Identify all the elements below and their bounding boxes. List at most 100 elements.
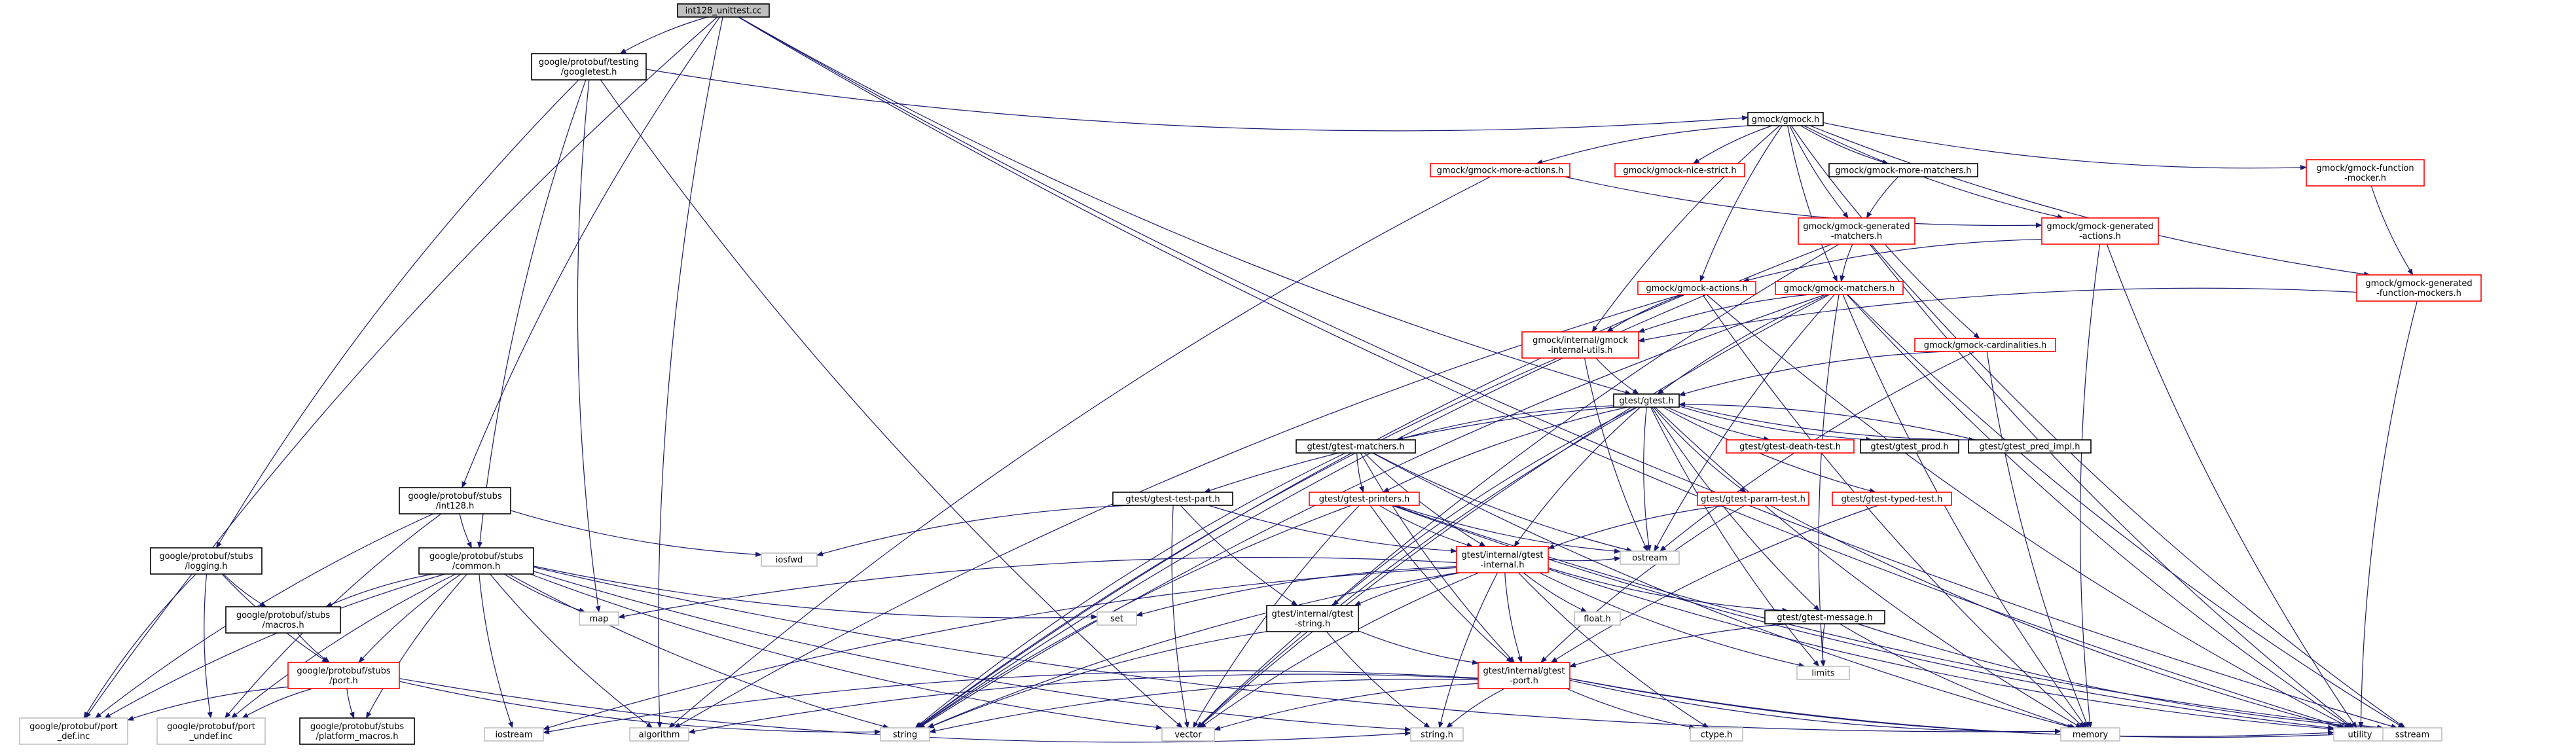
edge-printers-to-gtest_port: [1370, 505, 1513, 663]
node-label: -internal.h: [1481, 560, 1525, 570]
node-common[interactable]: google/protobuf/stubs/common.h: [418, 547, 534, 575]
edge-gen_fn_mockers-to-internal_utils: [1638, 287, 2357, 343]
node-gtest-string[interactable]: gtest/internal/gtest-string.h: [1266, 605, 1359, 632]
edge-gtest_port-to-memory: [1569, 679, 2061, 734]
node-map[interactable]: map: [579, 611, 619, 626]
node-label: -actions.h: [2079, 232, 2121, 242]
edge-gtest_string-to-string_h: [1326, 631, 1431, 729]
node-death-test[interactable]: gtest/gtest-death-test.h: [1726, 439, 1855, 454]
edge-gtest-to-limits: [1650, 406, 1820, 667]
node-googletest[interactable]: google/protobuf/testing/googletest.h: [531, 53, 647, 81]
node-gtest-port[interactable]: gtest/internal/gtest-port.h: [1478, 662, 1570, 689]
node-memory[interactable]: memory: [2060, 727, 2120, 742]
edge-gtest-to-gtest_internal: [1514, 406, 1641, 547]
node-label: sstream: [2395, 730, 2429, 740]
node-limits[interactable]: limits: [1796, 666, 1850, 680]
edge-gtest_internal-to-utility: [1548, 568, 2334, 732]
node-label: google/protobuf/testing: [539, 58, 639, 67]
node-internal-utils[interactable]: gmock/internal/gmock-internal-utils.h: [1521, 331, 1639, 359]
node-utility[interactable]: utility: [2333, 727, 2387, 742]
node-ctype[interactable]: ctype.h: [1690, 727, 1743, 742]
edge-gmock-to-nice_strict: [1692, 125, 1772, 164]
edge-int128-to-common: [459, 513, 472, 549]
node-label: gmock/gmock-generated: [1803, 222, 1910, 232]
node-gtest-internal[interactable]: gtest/internal/gtest-internal.h: [1456, 546, 1549, 573]
node-label: google/protobuf/port: [29, 722, 118, 732]
edge-matchers-to-vector: [1197, 294, 1830, 729]
node-label: gmock/gmock-more-actions.h: [1437, 166, 1564, 176]
node-matchers[interactable]: gmock/gmock-matchers.h: [1775, 281, 1904, 295]
node-label: gtest/gtest-death-test.h: [1739, 442, 1841, 452]
node-gtest-prod[interactable]: gtest/gtest_prod.h: [1860, 439, 1959, 454]
node-string[interactable]: string: [880, 727, 930, 742]
node-set[interactable]: set: [1097, 611, 1137, 626]
node-test-part[interactable]: gtest/gtest-test-part.h: [1112, 492, 1233, 506]
node-function-mocker[interactable]: gmock/gmock-function-mocker.h: [2306, 159, 2425, 187]
node-logging[interactable]: google/protobuf/stubs/logging.h: [150, 547, 263, 575]
node-nice-strict[interactable]: gmock/gmock-nice-strict.h: [1614, 163, 1745, 177]
edge-gtest_internal-to-iostream: [543, 567, 1457, 730]
node-label: google/protobuf/stubs: [310, 722, 405, 732]
edge-test_part-to-iosfwd: [816, 505, 1132, 556]
node-gtest-message[interactable]: gtest/gtest-message.h: [1764, 610, 1885, 624]
node-ostream[interactable]: ostream: [1620, 550, 1680, 565]
node-iosfwd[interactable]: iosfwd: [761, 552, 818, 567]
node-sstream[interactable]: sstream: [2382, 727, 2442, 742]
edge-googletest-to-logging: [215, 79, 579, 549]
edge-gen_matchers-to-matchers: [1840, 243, 1853, 282]
node-gen-fn-mockers[interactable]: gmock/gmock-generated-function-mockers.h: [2356, 274, 2482, 302]
node-label: /int128.h: [436, 501, 475, 511]
node-more-matchers[interactable]: gmock/gmock-more-matchers.h: [1828, 163, 1978, 177]
node-platform-macros[interactable]: google/protobuf/stubs/platform_macros.h: [299, 717, 415, 745]
node-algorithm[interactable]: algorithm: [629, 727, 689, 742]
edge-gtest_internal-to-gtest_message: [1548, 567, 1789, 613]
node-label: utility: [2348, 730, 2372, 740]
node-gtest-matchers[interactable]: gtest/gtest-matchers.h: [1296, 439, 1416, 454]
node-gmock[interactable]: gmock/gmock.h: [1747, 112, 1824, 126]
node-port-def[interactable]: google/protobuf/port_def.inc: [19, 717, 128, 745]
node-more-actions[interactable]: gmock/gmock-more-actions.h: [1430, 163, 1570, 177]
edge-printers-to-gtest_internal: [1379, 505, 1474, 548]
node-port[interactable]: google/protobuf/stubs/port.h: [287, 662, 400, 689]
node-box: [1097, 611, 1137, 626]
node-printers[interactable]: gtest/gtest-printers.h: [1309, 492, 1420, 506]
node-label: gmock/gmock-matchers.h: [1784, 284, 1895, 294]
node-label: vector: [1174, 730, 1202, 740]
node-box: [1747, 112, 1824, 126]
node-string-h[interactable]: string.h: [1410, 727, 1464, 742]
node-gtest[interactable]: gtest/gtest.h: [1613, 393, 1680, 408]
node-label: memory: [2073, 730, 2109, 740]
node-float[interactable]: float.h: [1574, 611, 1621, 626]
node-label: gtest/gtest-typed-test.h: [1841, 495, 1943, 505]
node-label: google/protobuf/stubs: [429, 552, 524, 562]
node-typed-test[interactable]: gtest/gtest-typed-test.h: [1832, 492, 1952, 506]
node-pred-impl[interactable]: gtest/gtest_pred_impl.h: [1968, 439, 2092, 454]
node-macros[interactable]: google/protobuf/stubs/macros.h: [225, 606, 341, 634]
edge-common-to-platform_macros: [365, 573, 467, 719]
node-label: -port.h: [1510, 676, 1538, 686]
node-box: [2041, 217, 2159, 245]
node-label: google/protobuf/stubs: [408, 492, 502, 501]
node-cardinalities[interactable]: gmock/gmock-cardinalities.h: [1914, 338, 2056, 352]
node-actions[interactable]: gmock/gmock-actions.h: [1637, 281, 1756, 295]
node-param-test[interactable]: gtest/gtest-param-test.h: [1697, 492, 1809, 506]
node-box: [531, 53, 647, 81]
edge-common-to-port: [358, 573, 462, 663]
edge-int128-to-port_def: [94, 513, 434, 719]
node-vector[interactable]: vector: [1161, 727, 1215, 742]
node-box: [150, 547, 263, 575]
edge-gtest_internal-to-map: [618, 556, 1457, 619]
node-iostream[interactable]: iostream: [484, 727, 544, 742]
node-label: gtest/gtest_prod.h: [1870, 442, 1948, 452]
node-root[interactable]: int128_unittest.cc: [677, 3, 770, 18]
edge-macros-to-port: [297, 632, 331, 663]
node-gen-matchers[interactable]: gmock/gmock-generated-matchers.h: [1798, 217, 1915, 245]
node-box: [1574, 611, 1621, 626]
edge-gtest_message-to-sstream: [1857, 623, 2384, 731]
node-int128[interactable]: google/protobuf/stubs/int128.h: [399, 487, 511, 514]
node-port-undef[interactable]: google/protobuf/port_undef.inc: [156, 717, 266, 745]
node-label: gmock/gmock-generated: [2365, 279, 2472, 289]
node-label: /port.h: [329, 676, 357, 686]
node-box: [1832, 492, 1952, 506]
node-gen-actions[interactable]: gmock/gmock-generated-actions.h: [2041, 217, 2159, 245]
